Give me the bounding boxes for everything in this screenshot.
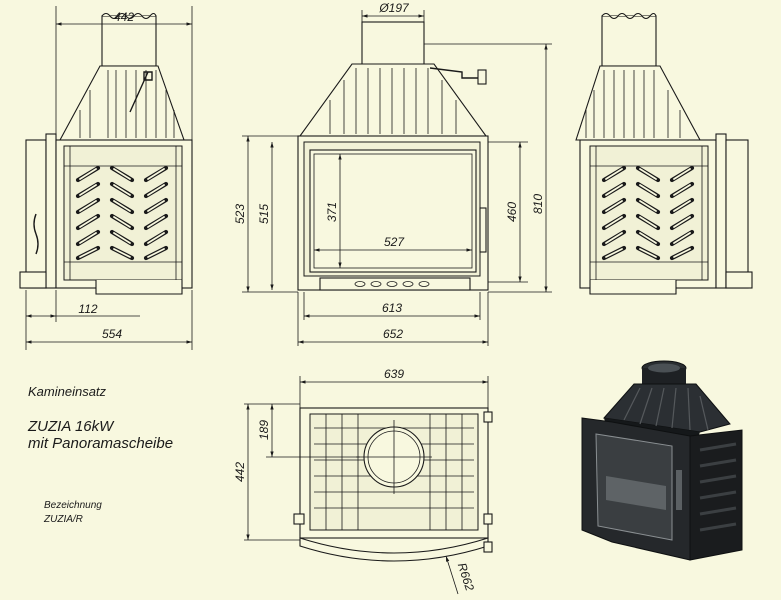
dim-total-width: 652 xyxy=(383,327,403,341)
dim-side-width: 442 xyxy=(114,10,134,24)
dim-side-depth: 554 xyxy=(102,327,122,341)
caption-subtitle: mit Panoramascheibe xyxy=(28,435,174,452)
dim-total-height: 810 xyxy=(531,194,545,214)
caption-model: ZUZIA 16kW xyxy=(28,418,114,435)
dim-front-height: 523 xyxy=(233,204,247,224)
chevron-grid-right xyxy=(601,165,695,261)
dim-front-width: 613 xyxy=(382,301,402,315)
dim-door-height: 460 xyxy=(505,202,519,222)
dim-side-inner: 112 xyxy=(78,302,97,316)
top-view: 639 189 442 R662 xyxy=(233,367,493,595)
dim-flue-offset: 189 xyxy=(257,420,271,440)
dim-radius: R662 xyxy=(455,561,477,593)
dim-top-width: 639 xyxy=(384,367,404,381)
chevron-grid-left xyxy=(75,165,169,261)
dim-glass-width: 527 xyxy=(384,235,405,249)
caption-title: Kamineinsatz xyxy=(28,384,107,399)
dim-front-inner-height: 515 xyxy=(257,204,271,224)
front-view: Ø197 523 515 371 527 460 810 613 652 xyxy=(233,1,552,346)
product-render xyxy=(581,360,743,561)
dim-top-depth: 442 xyxy=(233,462,247,482)
dim-flue-diameter: Ø197 xyxy=(378,1,410,15)
dim-glass-height: 371 xyxy=(325,202,339,222)
side-view-left: 442 112 554 xyxy=(19,6,193,350)
caption-designation-label: Bezeichnung xyxy=(44,500,102,511)
caption-designation-value: ZUZIA/R xyxy=(44,514,83,525)
side-view-right xyxy=(575,12,753,295)
